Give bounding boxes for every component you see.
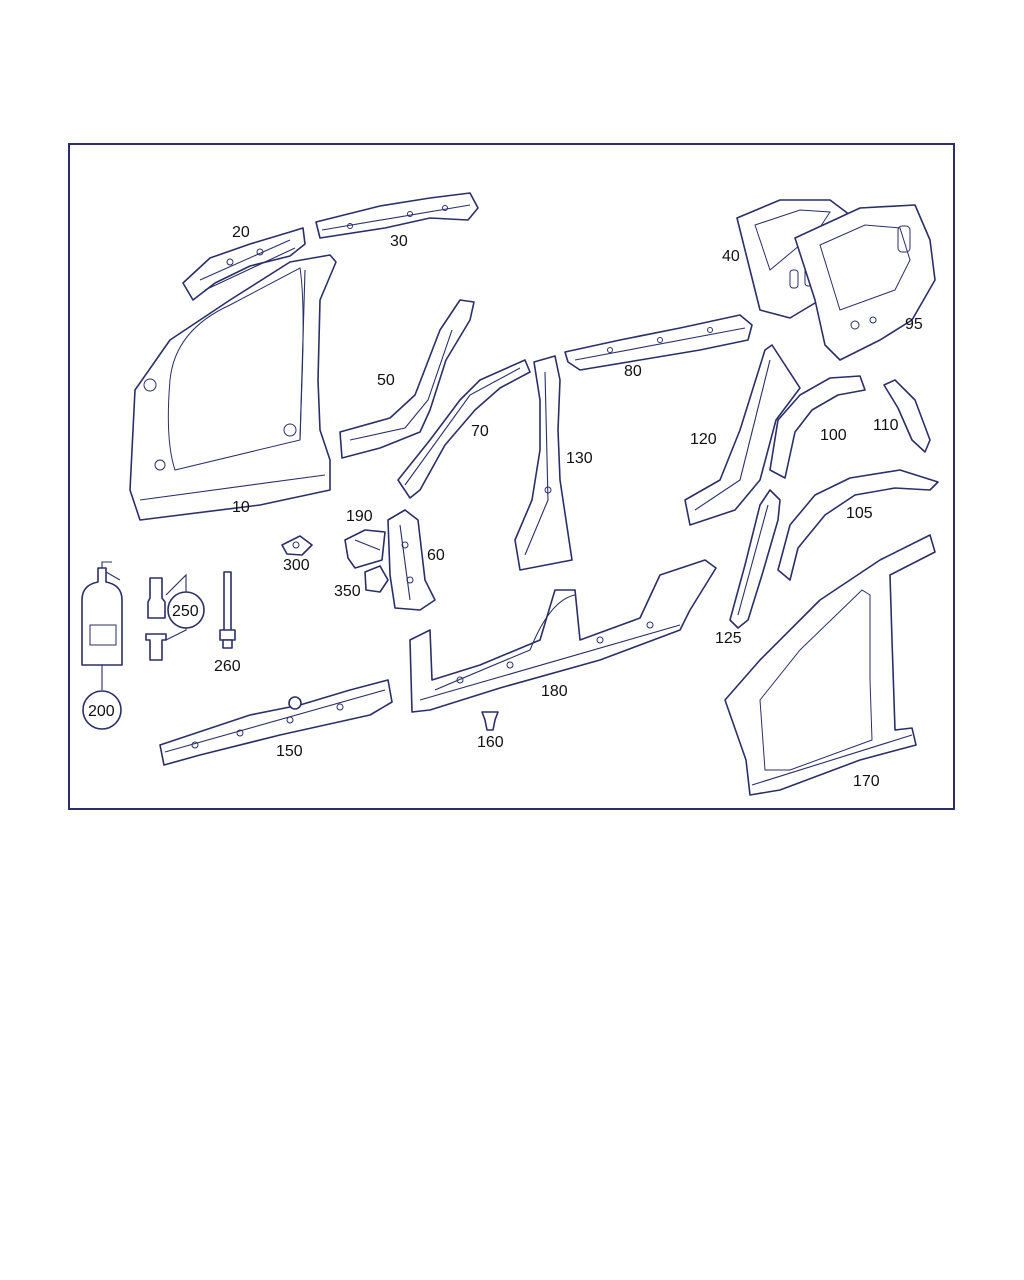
part-20[interactable]	[182, 227, 306, 301]
label-150: 150	[276, 743, 303, 760]
label-40: 40	[722, 248, 740, 265]
part-250[interactable]	[145, 573, 187, 661]
label-100: 100	[820, 427, 847, 444]
part-130[interactable]	[514, 355, 573, 571]
part-60[interactable]	[387, 509, 436, 611]
label-250: 250	[172, 603, 199, 620]
part-105[interactable]	[777, 469, 939, 581]
label-260: 260	[214, 658, 241, 675]
part-190[interactable]	[344, 529, 386, 569]
label-60: 60	[427, 547, 445, 564]
part-300[interactable]	[281, 535, 313, 556]
label-120: 120	[690, 431, 717, 448]
part-50[interactable]	[339, 299, 475, 459]
label-30: 30	[390, 233, 408, 250]
part-70[interactable]	[397, 359, 531, 499]
part-30[interactable]	[315, 192, 479, 239]
label-125: 125	[715, 630, 742, 647]
label-180: 180	[541, 683, 568, 700]
label-70: 70	[471, 423, 489, 440]
label-190: 190	[346, 508, 373, 525]
label-300: 300	[283, 557, 310, 574]
part-80[interactable]	[564, 314, 753, 371]
label-80: 80	[624, 363, 642, 380]
part-260[interactable]	[219, 571, 236, 649]
part-160[interactable]	[481, 711, 499, 731]
label-350: 350	[334, 583, 361, 600]
label-160: 160	[477, 734, 504, 751]
part-200[interactable]	[81, 561, 123, 690]
label-95: 95	[905, 316, 923, 333]
label-10: 10	[232, 499, 250, 516]
label-105: 105	[846, 505, 873, 522]
label-50: 50	[377, 372, 395, 389]
label-170: 170	[853, 773, 880, 790]
part-120[interactable]	[684, 344, 801, 526]
label-110: 110	[873, 417, 899, 434]
part-170[interactable]	[724, 534, 936, 796]
label-20: 20	[232, 224, 250, 241]
callout-circle-250	[167, 591, 205, 629]
part-10[interactable]	[129, 254, 337, 521]
part-95[interactable]	[794, 204, 936, 361]
part-180[interactable]	[409, 559, 717, 713]
label-130: 130	[566, 450, 593, 467]
label-200: 200	[88, 703, 115, 720]
part-125[interactable]	[729, 489, 781, 629]
part-110[interactable]	[883, 379, 931, 453]
diagram-frame	[68, 143, 955, 810]
callout-circle-200	[82, 690, 122, 730]
part-150[interactable]	[159, 679, 393, 766]
part-100[interactable]	[769, 375, 866, 479]
part-350[interactable]	[364, 565, 389, 593]
